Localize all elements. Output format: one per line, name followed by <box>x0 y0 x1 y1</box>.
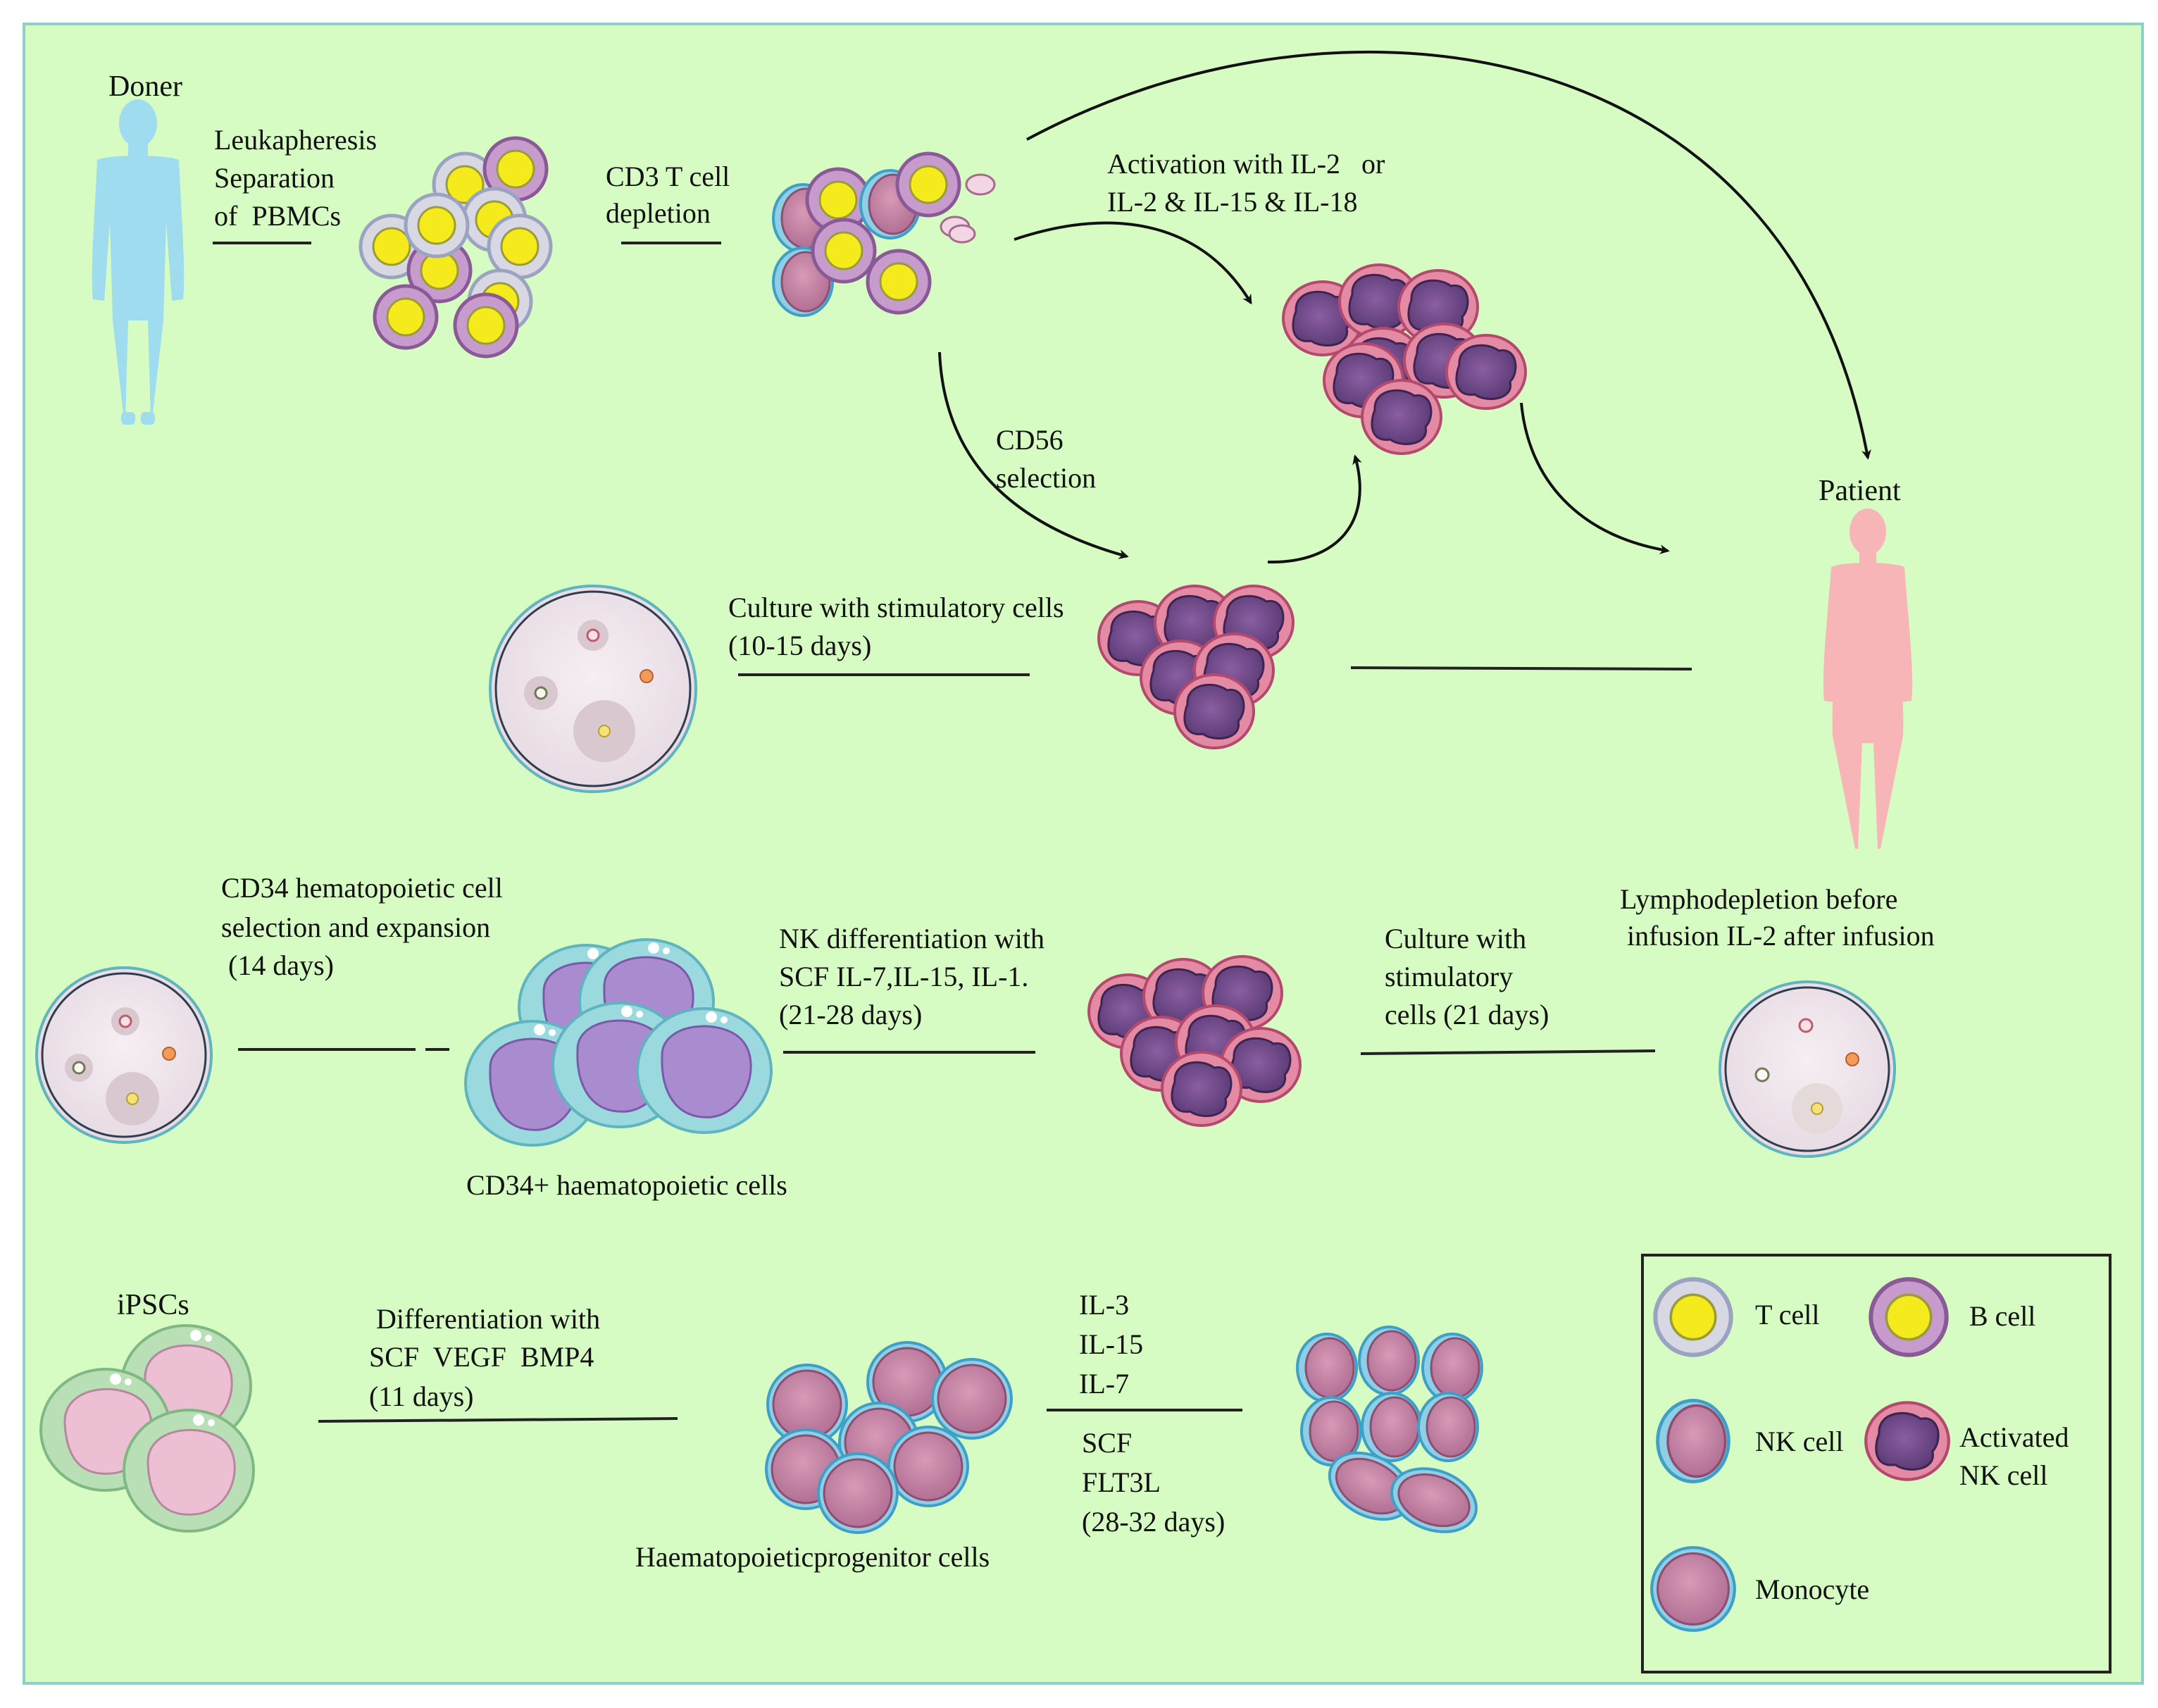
legend-activated-1-label: Activated <box>1959 1421 2069 1453</box>
legend-box <box>1641 1254 2112 1673</box>
label-lympho-1: Lymphodepletion before <box>1620 883 1898 915</box>
label-culture21-2: stimulatory <box>1385 961 1514 992</box>
label-nk-diff-2: SCF IL-7,IL-15, IL-1. <box>779 961 1029 992</box>
label-il15: IL-15 <box>1079 1328 1144 1360</box>
legend-t-cell-icon <box>1655 1279 1730 1354</box>
activated-nk-cluster-lower <box>1087 955 1302 1127</box>
pbmc-cluster <box>361 138 551 356</box>
ipsc-cluster <box>39 1324 255 1533</box>
connector-lines <box>213 242 1692 1423</box>
label-il3: IL-3 <box>1079 1289 1130 1321</box>
legend-activated-2-label: NK cell <box>1959 1459 2048 1491</box>
label-culture21-3: cells (21 days) <box>1385 999 1549 1030</box>
label-ipsc-diff-1: Differentiation with <box>376 1303 601 1335</box>
arrow-mid-to-activated <box>1267 454 1362 564</box>
label-leukapheresis-1: Leukapheresis <box>214 124 378 156</box>
arrow-direct-to-patient <box>1026 50 1871 460</box>
culture-dish-2 <box>35 966 213 1144</box>
label-culture-stim-1: Culture with stimulatory cells <box>728 592 1064 623</box>
arrow-cd56 <box>938 351 1129 559</box>
cd34-cluster <box>464 938 773 1147</box>
label-leukapheresis-2: Separation <box>214 162 335 194</box>
label-ipsc-diff-2: SCF VEGF BMP4 <box>369 1341 594 1373</box>
diagram-panel <box>23 23 2144 1685</box>
arrow-activation <box>1013 221 1252 305</box>
label-days-28-32: (28-32 days) <box>1082 1506 1225 1538</box>
label-activation-2: IL-2 & IL-15 & IL-18 <box>1107 186 1358 218</box>
label-ipsc-diff-3: (11 days) <box>369 1380 474 1412</box>
label-hpc: Haematopoieticprogenitor cells <box>635 1541 990 1573</box>
legend-monocyte-icon <box>1652 1547 1735 1631</box>
hpc-cluster <box>765 1341 1013 1534</box>
label-culture21-1: Culture with <box>1385 923 1527 954</box>
legend-monocyte-label: Monocyte <box>1755 1573 1870 1605</box>
label-doner: Doner <box>108 70 182 103</box>
label-activation-1: Activation with IL-2 or <box>1107 148 1385 180</box>
arrow-activated-to-patient <box>1520 402 1670 554</box>
legend-t-cell-label: T cell <box>1755 1299 1820 1330</box>
label-cd3-1: CD3 T cell <box>606 161 730 192</box>
label-cd56-1: CD56 <box>996 424 1064 456</box>
patient-figure <box>1823 509 1913 849</box>
line-culture21 <box>1360 1049 1656 1055</box>
legend-activated-nk-icon <box>1866 1402 1949 1479</box>
donor-figure <box>92 99 185 425</box>
curved-arrows <box>938 50 1871 564</box>
cd3-depleted-cluster <box>772 154 996 317</box>
label-leukapheresis-3: of PBMCs <box>214 200 342 232</box>
label-il7: IL-7 <box>1079 1368 1130 1400</box>
label-ipscs: iPSCs <box>117 1289 189 1321</box>
label-cd3-2: depletion <box>606 197 711 229</box>
label-lympho-2: infusion IL-2 after infusion <box>1627 920 1935 952</box>
label-cd34-cells: CD34+ haematopoietic cells <box>466 1169 787 1201</box>
legend-b-cell-icon <box>1871 1279 1946 1354</box>
culture-dish-1 <box>489 585 697 793</box>
activated-nk-cluster-top <box>1282 263 1527 455</box>
label-cd34-sel-2: selection and expansion <box>221 911 491 943</box>
label-flt3l: FLT3L <box>1082 1466 1161 1498</box>
label-culture-stim-2: (10-15 days) <box>728 630 872 661</box>
culture-dish-3 <box>1719 980 1896 1158</box>
label-nk-diff-3: (21-28 days) <box>779 999 923 1030</box>
activated-nk-cluster-middle <box>1097 585 1295 749</box>
label-patient: Patient <box>1819 475 1901 507</box>
label-nk-diff-1: NK differentiation with <box>779 923 1044 954</box>
label-cd56-2: selection <box>996 462 1097 494</box>
label-scf: SCF <box>1082 1427 1133 1459</box>
label-cd34-sel-1: CD34 hematopoietic cell <box>221 872 503 904</box>
legend-nk-cell-label: NK cell <box>1755 1426 1844 1457</box>
line-to-patient-mid <box>1350 666 1692 671</box>
legend-nk-cell-icon <box>1658 1400 1729 1481</box>
label-cd34-sel-3: (14 days) <box>221 949 334 981</box>
nk-cluster-final <box>1296 1326 1483 1533</box>
legend-b-cell-label: B cell <box>1969 1300 2036 1332</box>
line-ipsc-diff <box>318 1417 678 1423</box>
